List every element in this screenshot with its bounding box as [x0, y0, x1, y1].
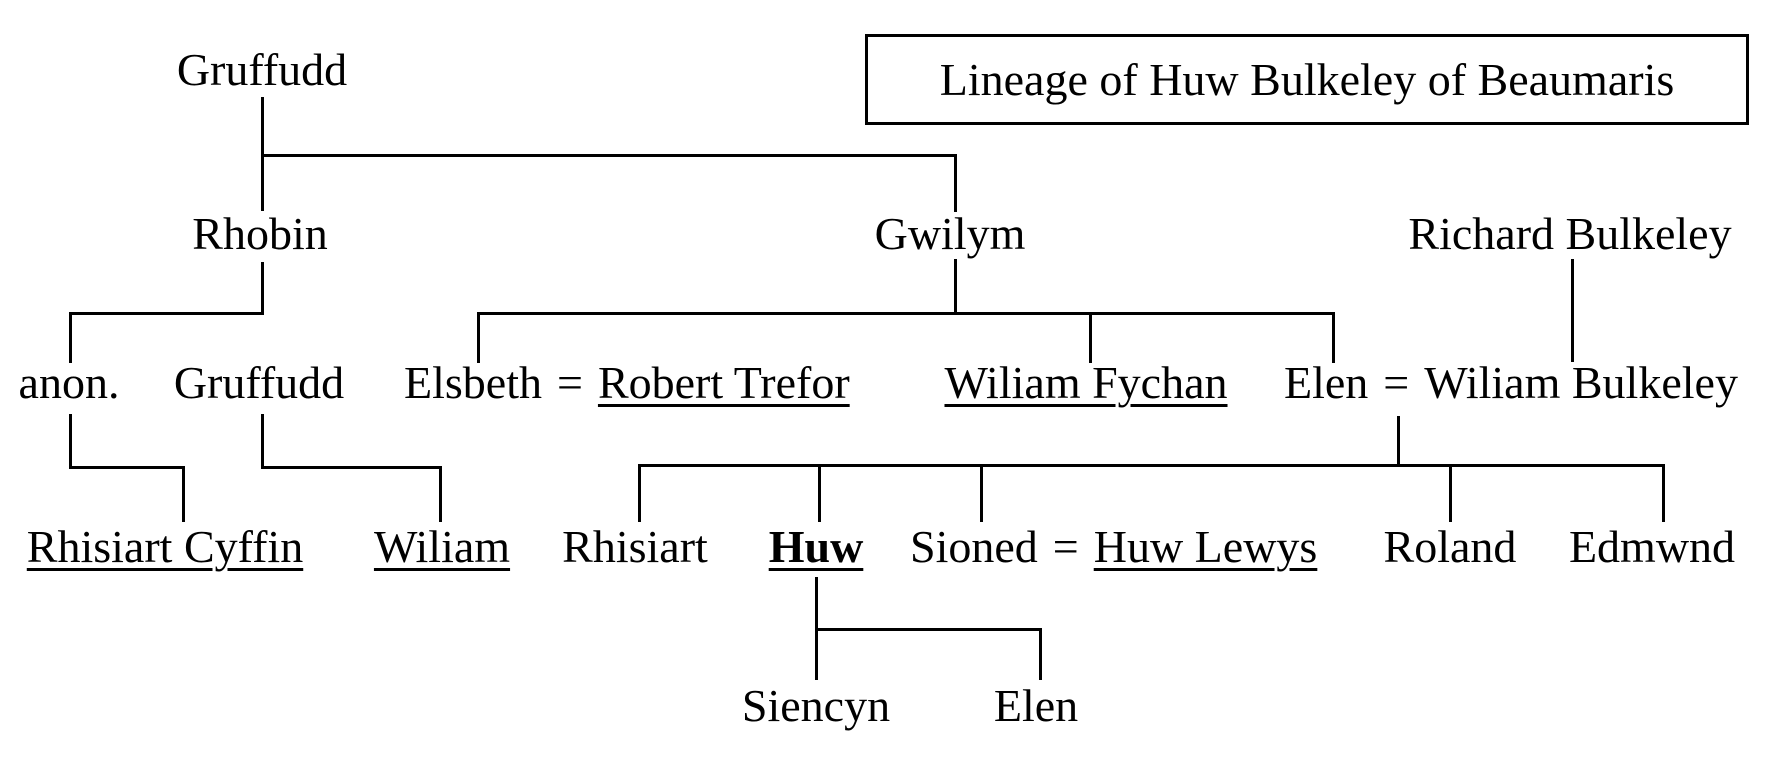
connector-gwilym-stem — [954, 259, 957, 315]
diagram-title: Lineage of Huw Bulkeley of Beaumaris — [939, 54, 1675, 105]
person-huw: Huw — [768, 521, 864, 572]
connector-drop-elen-ferch-huw — [1039, 628, 1042, 680]
connector-drop-edmwnd — [1662, 464, 1665, 522]
person-wiliam-bulkeley: Wiliam Bulkeley — [1424, 357, 1738, 408]
connector-bulkeley-children-rail — [638, 464, 1665, 467]
person-gruffudd-jr: Gruffudd — [173, 357, 345, 408]
connector-huw-stem — [815, 577, 818, 631]
connector-drop-rhisiart-cyffin — [182, 466, 185, 522]
connector-drop-wiliam-fychan — [1089, 312, 1092, 363]
person-roland: Roland — [1383, 521, 1517, 572]
person-wiliam: Wiliam — [373, 521, 511, 572]
connector-drop-elen — [1332, 312, 1335, 363]
couple-elsbeth-robert-trefor: Elsbeth = Robert Trefor — [404, 360, 850, 406]
connector-drop-roland — [1449, 464, 1452, 522]
connector-drop-wiliam — [439, 466, 442, 522]
connector-gruffudd-jr-child-rail — [261, 466, 442, 469]
person-huw-lewys: Huw Lewys — [1093, 521, 1318, 572]
connector-drop-sioned — [980, 464, 983, 522]
connector-drop-siencyn — [815, 628, 818, 680]
person-elen-ferch-huw: Elen — [993, 680, 1079, 731]
person-sioned: Sioned — [910, 521, 1038, 572]
connector-anon-stem — [69, 414, 72, 469]
connector-gwilym-children-rail — [477, 312, 1335, 315]
connector-drop-huw — [818, 464, 821, 522]
person-richard-bulkeley: Richard Bulkeley — [1408, 208, 1732, 259]
connector-rhobin-children-rail — [69, 312, 264, 315]
spouse-equals-sign: = — [1383, 357, 1410, 408]
person-gruffudd-sr: Gruffudd — [176, 44, 348, 95]
connector-richard-bulkeley-stem — [1571, 259, 1574, 362]
spouse-equals-sign: = — [556, 357, 583, 408]
title-box: Lineage of Huw Bulkeley of Beaumaris — [865, 34, 1749, 125]
person-robert-trefor: Robert Trefor — [597, 357, 850, 408]
person-gwilym: Gwilym — [874, 208, 1026, 259]
connector-gruffudd-jr-stem — [261, 414, 264, 469]
person-siencyn: Siencyn — [741, 680, 891, 731]
connector-gruffudd-children-rail — [261, 154, 957, 157]
connector-drop-rhisiart — [638, 464, 641, 522]
connector-anon-child-rail — [69, 466, 185, 469]
connector-huw-children-rail — [815, 628, 1042, 631]
person-anon: anon. — [18, 357, 120, 408]
spouse-equals-sign: = — [1052, 521, 1079, 572]
person-elen: Elen — [1284, 357, 1369, 408]
connector-drop-elsbeth — [477, 312, 480, 363]
person-rhisiart-cyffin: Rhisiart Cyffin — [26, 521, 304, 572]
person-rhisiart: Rhisiart — [562, 521, 708, 572]
connector-drop-gwilym — [954, 154, 957, 212]
connector-drop-anon — [69, 312, 72, 363]
connector-elen-wiliam-stem — [1397, 416, 1400, 467]
person-wiliam-fychan: Wiliam Fychan — [944, 357, 1228, 408]
person-rhobin: Rhobin — [192, 208, 328, 259]
person-elsbeth: Elsbeth — [404, 357, 542, 408]
couple-elen-wiliam-bulkeley: Elen = Wiliam Bulkeley — [1284, 360, 1738, 406]
couple-sioned-huw-lewys: Sioned = Huw Lewys — [910, 524, 1317, 570]
connector-rhobin-stem — [261, 262, 264, 315]
person-edmwnd: Edmwnd — [1568, 521, 1736, 572]
